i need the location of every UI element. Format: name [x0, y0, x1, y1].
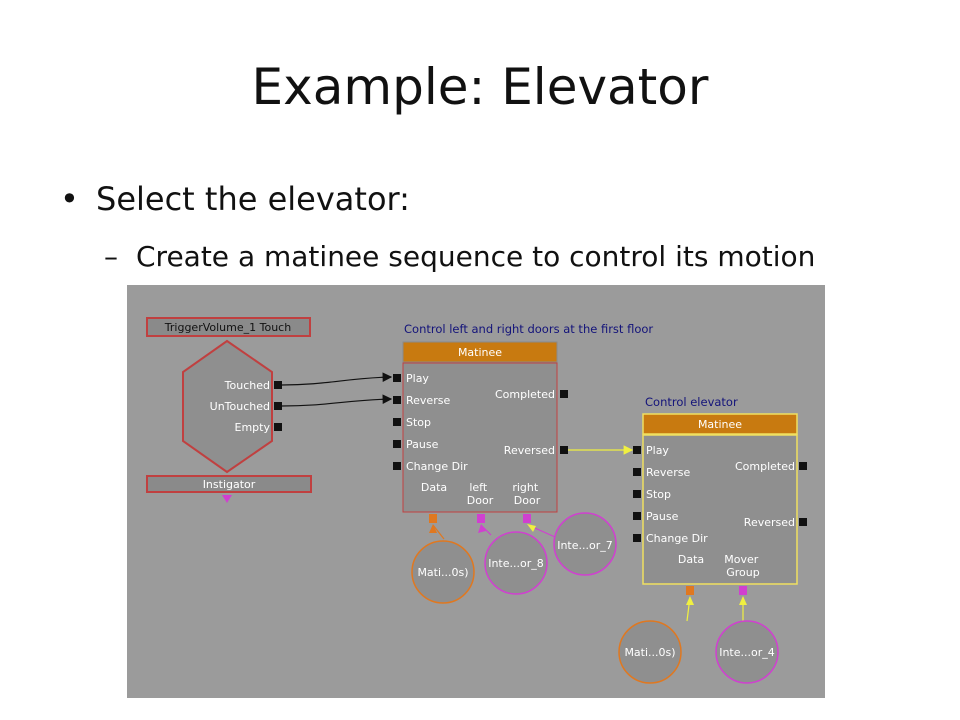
elevator-input-change-dir: Change Dir [646, 532, 708, 545]
doors-input-play: Play [406, 372, 429, 385]
elevator-var-mover-group-label-line2: Group [726, 566, 760, 579]
elevator-port-play[interactable] [633, 446, 641, 454]
doors-comment: Control left and right doors at the firs… [404, 322, 653, 336]
elevator-port-change-dir[interactable] [633, 534, 641, 542]
arrowhead-doors-data [429, 524, 437, 533]
doors-var-left-door-label-line2: Door [467, 494, 494, 507]
doors-output-completed: Completed [495, 388, 555, 401]
var-right-door-circle [553, 512, 617, 576]
doors-port-pause[interactable] [393, 440, 401, 448]
elevator-var-mover-group-label: Mover [724, 553, 758, 566]
event-output-empty: Empty [235, 421, 271, 434]
event-instigator-box [146, 475, 312, 493]
link-doors-data[interactable] [432, 524, 445, 540]
doors-port-completed[interactable] [560, 390, 568, 398]
var-elevator-mover[interactable]: Inte...or_4 [715, 620, 779, 684]
doors-var-right-door-label-line2: Door [514, 494, 541, 507]
event-instigator-label: Instigator [203, 478, 256, 491]
elevator-body [642, 434, 798, 585]
doors-port-reverse[interactable] [393, 396, 401, 404]
elevator-input-play: Play [646, 444, 669, 457]
arrowhead-elevator-mover [739, 596, 747, 605]
doors-header-bar [402, 341, 558, 363]
arrowhead-left-door [478, 524, 486, 533]
var-doors-data-label: Mati...0s) [417, 566, 468, 579]
doors-input-pause: Pause [406, 438, 439, 451]
elevator-comment: Control elevator [645, 395, 738, 409]
doors-var-data: Data [421, 481, 447, 494]
var-doors-data-circle [411, 540, 475, 604]
elevator-input-stop: Stop [646, 488, 671, 501]
event-output-touched: Touched [224, 379, 270, 392]
link-untouched-to-reverse[interactable] [281, 394, 393, 407]
matinee-elevator-node[interactable]: Control elevator Matinee Play Reverse St… [633, 395, 807, 595]
elevator-port-completed[interactable] [799, 462, 807, 470]
doors-var-port-right[interactable] [523, 514, 531, 523]
doors-header: Matinee [458, 346, 502, 359]
doors-var-left-door: left Door [467, 481, 494, 507]
elevator-var-port-data[interactable] [686, 586, 694, 595]
elevator-output-completed: Completed [735, 460, 795, 473]
kismet-canvas[interactable]: TriggerVolume_1 Touch Touched UnTouched … [127, 285, 825, 698]
elevator-port-stop[interactable] [633, 490, 641, 498]
event-title: TriggerVolume_1 Touch [164, 321, 291, 334]
doors-var-right-door: right Door [512, 481, 541, 507]
var-elevator-data[interactable]: Mati...0s) [618, 620, 682, 684]
var-left-door[interactable]: Inte...or_8 [484, 531, 548, 595]
doors-body [402, 362, 558, 513]
doors-input-reverse: Reverse [406, 394, 450, 407]
var-right-door[interactable]: Inte...or_7 [553, 512, 617, 576]
doors-var-port-left[interactable] [477, 514, 485, 523]
elevator-input-reverse: Reverse [646, 466, 690, 479]
instigator-down-arrow[interactable] [222, 495, 232, 503]
bullet-item: • Select the elevator: [60, 180, 410, 218]
doors-port-play[interactable] [393, 374, 401, 382]
sub-bullet-text: Create a matinee sequence to control its… [136, 240, 816, 273]
event-port-empty[interactable] [274, 423, 282, 431]
event-hexagon [182, 339, 273, 474]
var-left-door-label: Inte...or_8 [488, 557, 544, 570]
var-doors-data[interactable]: Mati...0s) [411, 540, 475, 604]
matinee-doors-node[interactable]: Control left and right doors at the firs… [393, 322, 653, 523]
sub-bullet-item: –Create a matinee sequence to control it… [104, 240, 815, 273]
elevator-port-reversed[interactable] [799, 518, 807, 526]
elevator-header-bar [642, 413, 798, 435]
elevator-output-reversed: Reversed [744, 516, 795, 529]
elevator-var-data: Data [678, 553, 704, 566]
var-elevator-mover-label: Inte...or_4 [719, 646, 775, 659]
arrowhead-elevator-data [686, 596, 694, 605]
var-elevator-mover-circle [715, 620, 779, 684]
doors-port-stop[interactable] [393, 418, 401, 426]
doors-input-change-dir: Change Dir [406, 460, 468, 473]
doors-input-stop: Stop [406, 416, 431, 429]
var-right-door-label: Inte...or_7 [557, 539, 613, 552]
elevator-port-reverse[interactable] [633, 468, 641, 476]
var-elevator-data-label: Mati...0s) [624, 646, 675, 659]
bullet-dot: • [60, 180, 79, 218]
var-elevator-data-circle [618, 620, 682, 684]
link-touched-to-play[interactable] [281, 372, 393, 386]
var-left-door-circle [484, 531, 548, 595]
slide-title: Example: Elevator [251, 58, 709, 116]
elevator-input-pause: Pause [646, 510, 679, 523]
doors-var-left-door-label: left [469, 481, 488, 494]
event-title-box [146, 317, 311, 337]
doors-var-port-data[interactable] [429, 514, 437, 523]
arrowhead-right-door [527, 524, 536, 532]
elevator-header: Matinee [698, 418, 742, 431]
event-port-touched[interactable] [274, 381, 282, 389]
sub-bullet-dash: – [104, 240, 118, 273]
doors-var-right-door-label: right [512, 481, 539, 494]
doors-port-reversed[interactable] [560, 446, 568, 454]
event-output-untouched: UnTouched [210, 400, 270, 413]
elevator-var-port-mover[interactable] [739, 586, 747, 595]
elevator-var-mover-group: Mover Group [724, 553, 762, 579]
trigger-event-node[interactable]: TriggerVolume_1 Touch Touched UnTouched … [146, 317, 312, 503]
event-port-untouched[interactable] [274, 402, 282, 410]
doors-port-change-dir[interactable] [393, 462, 401, 470]
doors-output-reversed: Reversed [504, 444, 555, 457]
bullet-text: Select the elevator: [96, 180, 410, 218]
elevator-port-pause[interactable] [633, 512, 641, 520]
